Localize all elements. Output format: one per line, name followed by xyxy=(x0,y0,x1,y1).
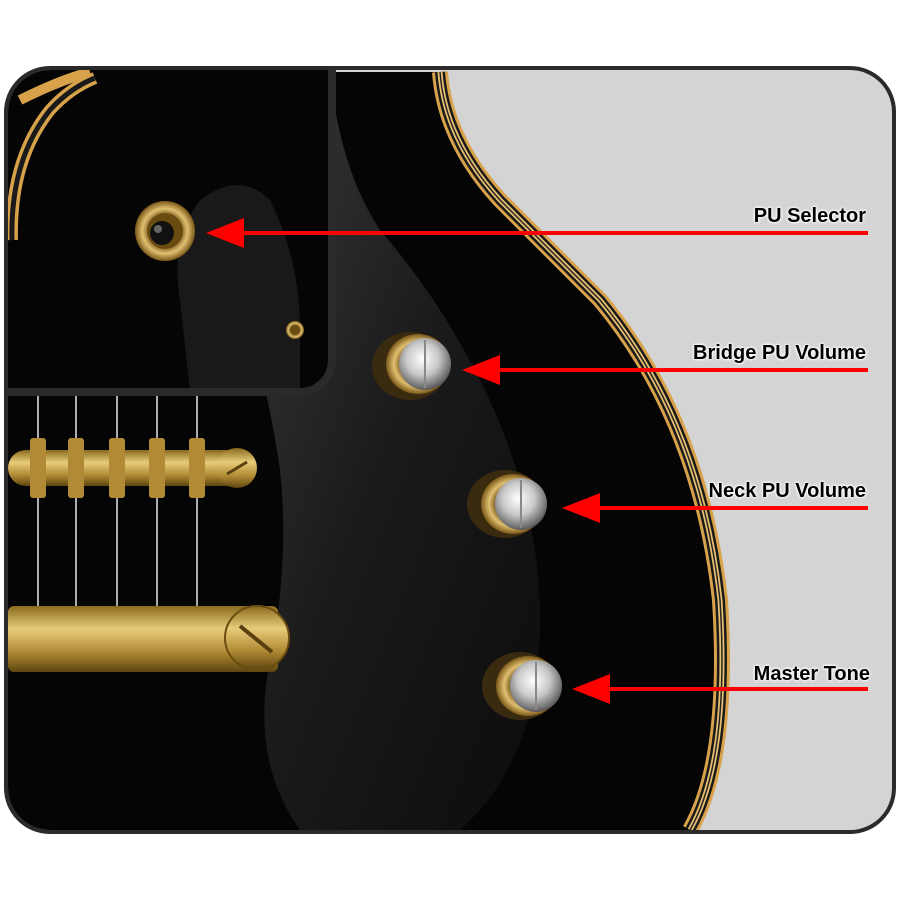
guitar-strings xyxy=(37,392,198,610)
bridge xyxy=(8,438,257,498)
pu-selector-switch xyxy=(135,201,195,261)
arrowhead-bridge-pu-volume xyxy=(462,355,500,385)
master-tone-knob xyxy=(482,652,562,720)
callout-arrows xyxy=(206,218,868,704)
neck-pu-volume-knob xyxy=(467,470,547,538)
arrowhead-master-tone xyxy=(572,674,610,704)
label-neck-pu-volume: Neck PU Volume xyxy=(708,480,866,502)
inset-screw xyxy=(286,321,304,339)
label-pu-selector: PU Selector xyxy=(753,205,866,227)
bridge-pu-volume-knob xyxy=(372,332,451,400)
arrowhead-neck-pu-volume xyxy=(562,493,600,523)
label-bridge-pu-volume: Bridge PU Volume xyxy=(693,342,866,364)
label-master-tone: Master Tone xyxy=(753,663,870,685)
arrowhead-pu-selector xyxy=(206,218,244,248)
tailpiece xyxy=(8,605,290,672)
